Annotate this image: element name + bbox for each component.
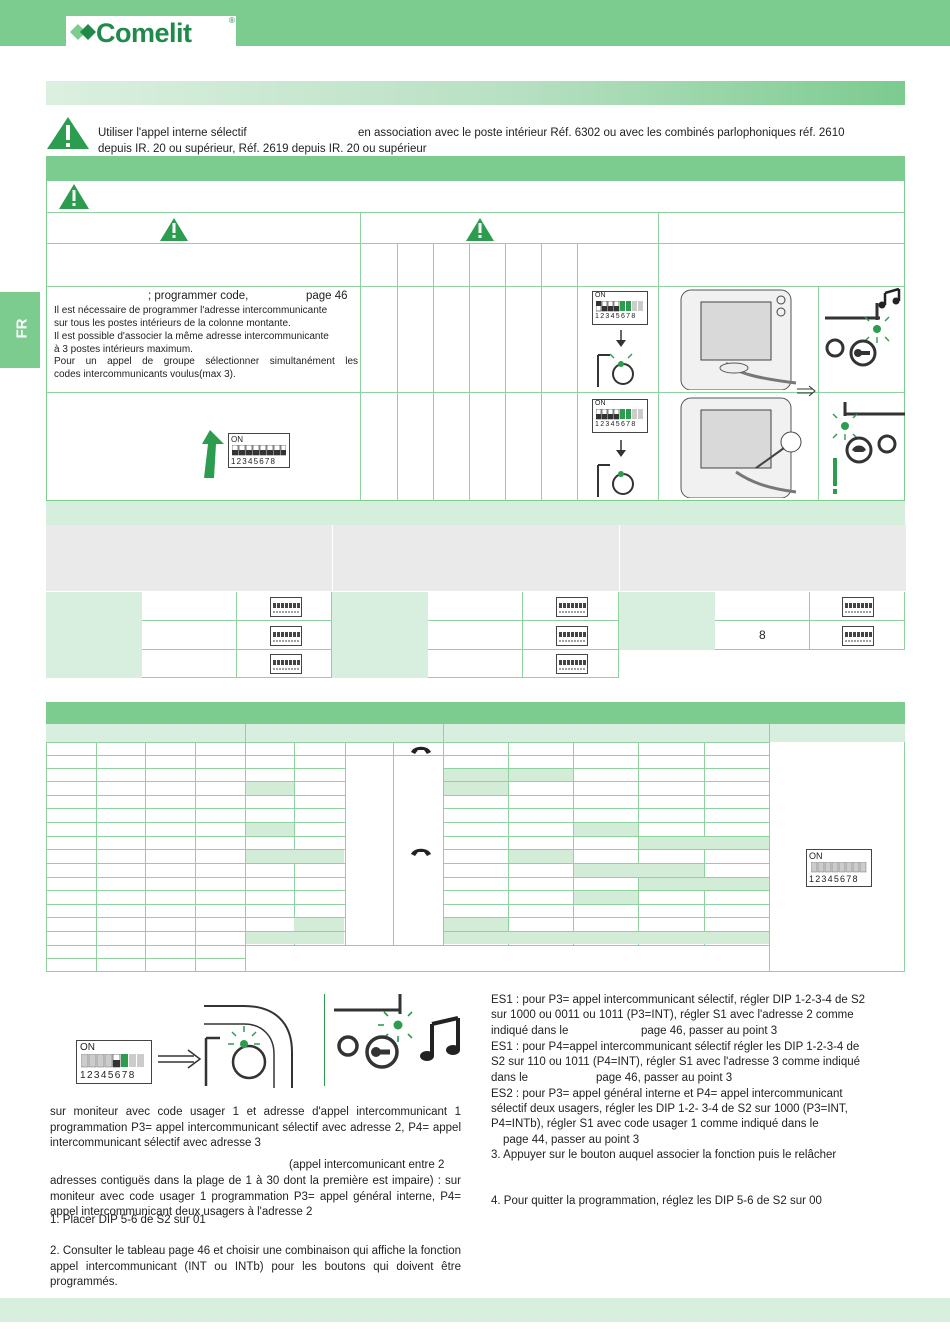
warning-triangle-icon <box>466 218 494 241</box>
address-section-band <box>46 501 905 525</box>
prog-row1-line3: Il est possible d'associer la même adres… <box>54 331 329 342</box>
button-press-icon <box>204 1005 293 1088</box>
es1a-line2: sur 1000 ou 0011 ou 1011 (P3=INT), régle… <box>491 1009 854 1021</box>
button-press-icon <box>597 440 634 497</box>
dip-levers-icon <box>596 301 643 312</box>
handset-icon <box>411 848 431 856</box>
address-label-cell <box>332 592 428 678</box>
dip-levers-icon <box>811 862 867 873</box>
arrow-up-icon <box>202 430 224 478</box>
door-open-led-icon <box>825 287 901 367</box>
trademark: ® <box>229 16 235 25</box>
dip-switch: ON 12345678 <box>592 399 648 433</box>
warning-text-1b: en association avec le poste intérieur R… <box>358 127 845 139</box>
es1a-line3b: page 46, passer au point 3 <box>641 1025 778 1037</box>
bottom-left-step-1: 1. Placer DIP 5-6 de S2 sur 01 <box>50 1214 206 1226</box>
prog-table-header <box>46 156 905 180</box>
bottom-left-para-1: sur moniteur avec code usager 1 et adres… <box>50 1106 461 1149</box>
es1b-line3b: page 46, passer au point 3 <box>596 1072 733 1084</box>
warning-text-2: depuis IR. 20 ou supérieur, Réf. 2619 de… <box>98 143 427 155</box>
mini-dip-switch <box>556 597 588 617</box>
dip-levers-icon <box>596 409 643 420</box>
bottom-left-step-2: 2. Consulter le tableau page 46 et chois… <box>50 1245 461 1288</box>
warning-triangle-icon <box>59 184 89 209</box>
dip-switch: ON 12345678 <box>228 433 290 468</box>
es1a-line3a: indiqué dans le <box>491 1025 569 1037</box>
dip-levers-icon <box>232 445 286 456</box>
button-press-icon <box>597 330 634 387</box>
warning-triangle-icon <box>160 218 188 241</box>
dip-numbers: 12345678 <box>80 1070 136 1081</box>
prog-table <box>46 180 905 501</box>
prog-row1-head: ; programmer code, <box>148 290 249 302</box>
es1a-line1: ES1 : pour P3= appel intercommunicant sé… <box>491 994 866 1006</box>
mini-dip-switch <box>842 626 874 646</box>
monitor-illustration <box>680 397 802 498</box>
dip-on-label: ON <box>809 851 823 861</box>
address-header-2 <box>332 525 620 591</box>
prog-row1-line5: Pour un appel de groupe sélectionner sim… <box>54 356 358 367</box>
bottom-left-para-2b: adresses contiguës dans la plage de 1 à … <box>50 1175 461 1218</box>
bottom-left-para-2a: (appel intercomunicant entre 2 <box>289 1159 445 1171</box>
warning-triangle-icon <box>47 117 89 149</box>
address-header-1 <box>46 525 332 591</box>
mini-dip-switch <box>556 654 588 674</box>
dip-switch: ON 12345678 <box>806 849 872 887</box>
prog-row1-page: page 46 <box>306 290 348 302</box>
es2-line2: sélectif deux usagers, régler les DIP 1-… <box>491 1103 848 1115</box>
es2-line4: page 44, passer au point 3 <box>503 1134 640 1146</box>
dip-on-label: ON <box>80 1042 95 1053</box>
door-open-music-icon <box>334 994 460 1069</box>
comelit-logo-icon <box>70 24 96 40</box>
section-title-band <box>46 81 905 105</box>
step-4: 4. Pour quitter la programmation, réglez… <box>491 1195 822 1207</box>
mini-dip-switch <box>556 626 588 646</box>
footer-band <box>0 1298 950 1322</box>
es2-line1: ES2 : pour P3= appel général interne et … <box>491 1088 843 1100</box>
address-label-cell <box>619 592 715 650</box>
arrow-right-icon <box>797 385 816 397</box>
big-table-head <box>46 724 905 742</box>
mini-dip-switch <box>842 597 874 617</box>
address-value: 8 <box>759 628 766 642</box>
es2-line3: P4=INTb), régler S1 avec code usager 1 c… <box>491 1118 819 1130</box>
es1b-line3a: dans le <box>491 1072 529 1084</box>
mini-dip-switch <box>270 626 302 646</box>
language-tab <box>0 292 40 368</box>
dip-switch: ON 12345678 <box>76 1040 152 1084</box>
dip-numbers: 12345678 <box>595 421 637 428</box>
es1b-line1: ES1 : pour P4=appel intercommunicant sél… <box>491 1041 860 1053</box>
mini-dip-switch <box>270 654 302 674</box>
warning-text-1a: Utiliser l'appel interne sélectif <box>98 127 247 139</box>
es1b-line2: S2 sur 110 ou 1011 (P4=INT), régler S1 a… <box>491 1056 861 1068</box>
address-label-cell <box>46 592 142 678</box>
dip-numbers: 12345678 <box>809 874 859 884</box>
address-header-3 <box>619 525 906 591</box>
prog-row1-line2: sur tous les postes intérieurs de la col… <box>54 318 291 329</box>
prog-row1-line6: codes intercommunicants voulus(max 3). <box>54 369 236 380</box>
arrow-right-icon <box>158 1049 202 1069</box>
prog-row1-line1: Il est nécessaire de programmer l'adress… <box>54 305 328 316</box>
handset-led-icon <box>832 402 905 494</box>
dip-numbers: 12345678 <box>231 457 277 466</box>
dip-switch: ON 12345678 <box>592 291 648 325</box>
handset-icon <box>411 746 431 754</box>
dip-on-label: ON <box>595 292 606 299</box>
step-3: 3. Appuyer sur le bouton auquel associer… <box>491 1149 837 1161</box>
dip-on-label: ON <box>595 400 606 407</box>
dip-on-label: ON <box>231 435 243 444</box>
big-table-title-band <box>46 702 905 724</box>
monitor-illustration <box>680 289 797 390</box>
dip-levers-icon <box>81 1054 144 1068</box>
mini-dip-switch <box>270 597 302 617</box>
language-tab-label: FR <box>13 318 31 339</box>
prog-row1-line4: à 3 postes intérieurs maximum. <box>54 344 193 355</box>
brand-name: Comelit <box>96 18 192 48</box>
dip-numbers: 12345678 <box>595 313 637 320</box>
